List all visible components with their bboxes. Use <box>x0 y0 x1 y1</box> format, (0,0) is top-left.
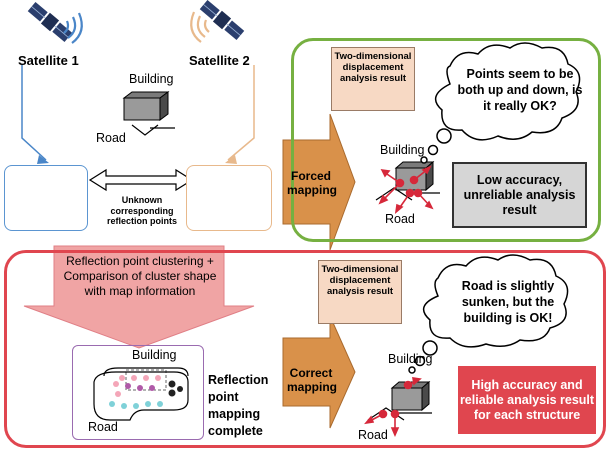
forced-verdict-box: Low accuracy, unreliable analysis result <box>452 162 587 228</box>
correct-verdict-box: High accuracy and reliable analysis resu… <box>458 366 596 434</box>
building-top-label: Building <box>129 72 174 86</box>
thought-cloud-correct <box>408 254 569 374</box>
cluster-map-drawing <box>93 367 189 421</box>
cluster-building-label: Building <box>132 348 177 362</box>
correct-mapping-label: Correct mapping <box>287 366 337 394</box>
forced-cloud-text: Points seem to be both up and down, is i… <box>457 67 583 113</box>
correct-road-label: Road <box>358 428 388 442</box>
forced-road-label: Road <box>385 212 415 226</box>
forced-displacement-vectors <box>378 165 434 214</box>
correct-mapping-panel <box>4 250 606 448</box>
satellite-2-point-box <box>186 165 272 231</box>
clustering-down-arrow <box>23 245 255 349</box>
forced-mapping-arrow <box>282 113 356 251</box>
satellite-1-point-box <box>4 165 88 231</box>
forced-building-label: Building <box>380 143 425 157</box>
forced-mapping-label: Forced mapping <box>287 169 337 197</box>
satellite-2-label: Satellite 2 <box>189 53 250 68</box>
correct-displacement-vectors <box>364 377 422 438</box>
clustering-text: Reflection point clustering + Comparison… <box>63 254 217 298</box>
cluster-map-box <box>72 345 204 440</box>
forced-result-box: Two-dimensional displacement analysis re… <box>331 47 415 111</box>
cluster-road-label: Road <box>88 420 118 434</box>
correct-mapping-arrow <box>282 315 356 429</box>
correct-building-label: Building <box>388 352 433 366</box>
building-top-icon <box>122 91 175 136</box>
satellite-1-label: Satellite 1 <box>18 53 79 68</box>
unknown-points-label: Unknown corresponding reflection points <box>106 195 177 226</box>
correct-cloud-text: Road is slightly sunken, but the buildin… <box>461 279 555 325</box>
unknown-correspondence-arrow <box>88 168 194 192</box>
thought-cloud-forced <box>420 42 581 164</box>
forced-mapping-panel <box>291 38 601 242</box>
road-top-label: Road <box>96 131 126 145</box>
correct-result-box: Two-dimensional displacement analysis re… <box>318 260 402 324</box>
satellite-2-connector <box>227 65 255 161</box>
satellite-2-icon <box>190 0 245 43</box>
satellite-1-icon <box>27 1 83 44</box>
satellite-1-connector <box>21 65 47 161</box>
mapping-complete-label: Reflection point mapping complete <box>208 373 269 438</box>
